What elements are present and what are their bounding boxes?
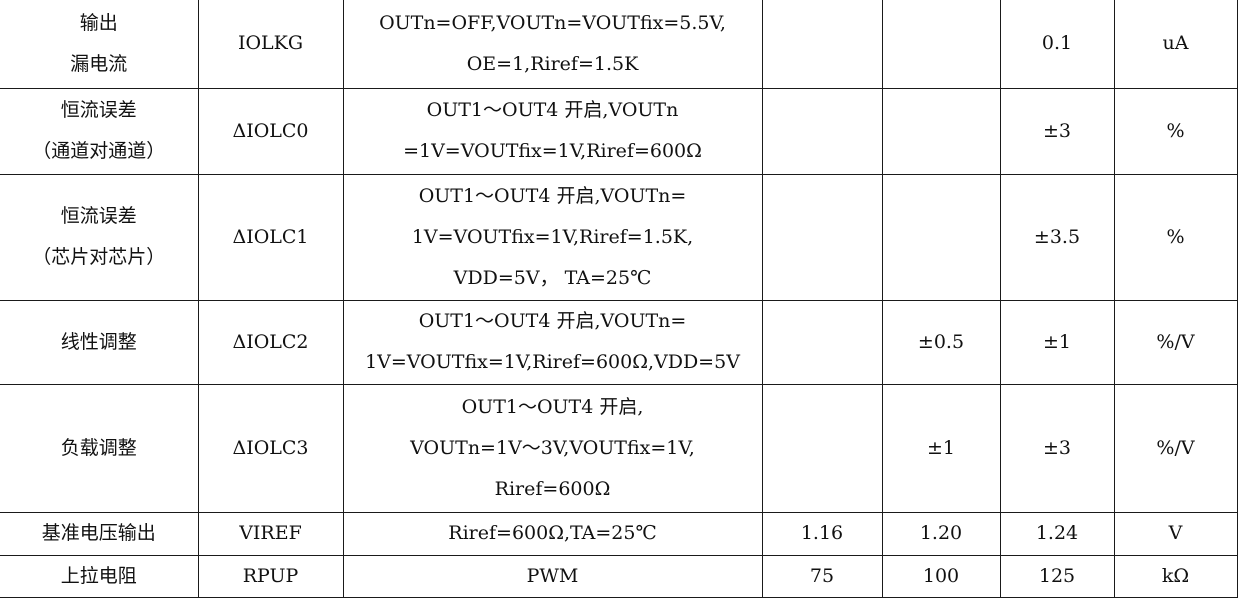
unit-cell: %/V [1113, 383, 1238, 513]
max-cell: ±3 [999, 87, 1115, 175]
typ-cell [881, 0, 1001, 89]
condition-line: Riref=600Ω [494, 477, 611, 500]
unit-cell: % [1113, 173, 1238, 301]
min-cell [761, 0, 883, 89]
unit-cell: % [1113, 87, 1238, 175]
symbol-cell: ΔIOLC1 [197, 173, 344, 301]
max-cell: ±3.5 [999, 173, 1115, 301]
max-cell: ±1 [999, 299, 1115, 385]
table-row: 上拉电阻 RPUP PWM 75 100 125 kΩ [0, 554, 1238, 598]
param-name-cell: 恒流误差 （通道对通道） [0, 87, 199, 175]
symbol-cell: ΔIOLC2 [197, 299, 344, 385]
condition-line: VOUTn=1V～3V,VOUTfix=1V, [410, 436, 695, 459]
symbol-cell: VIREF [197, 511, 344, 556]
table-row: 线性调整 ΔIOLC2 OUT1～OUT4 开启,VOUTn= 1V=VOUTf… [0, 299, 1238, 385]
min-cell: 1.16 [761, 511, 883, 556]
condition-line: 1V=VOUTfix=1V,Riref=600Ω,VDD=5V [365, 351, 740, 373]
typ-cell: ±1 [881, 383, 1001, 513]
table-row: 负载调整 ΔIOLC3 OUT1～OUT4 开启, VOUTn=1V～3V,VO… [0, 383, 1238, 513]
typ-cell: 100 [881, 554, 1001, 598]
typ-cell [881, 173, 1001, 301]
param-name-line: 恒流误差 [60, 205, 137, 227]
min-cell [761, 299, 883, 385]
param-name-line: 上拉电阻 [60, 564, 137, 587]
min-cell [761, 173, 883, 301]
param-name-cell: 恒流误差 （芯片对芯片） [0, 173, 199, 301]
condition-cell: OUT1～OUT4 开启,VOUTn =1V=VOUTfix=1V,Riref=… [342, 87, 763, 175]
condition-line: OUT1～OUT4 开启,VOUTn [426, 99, 679, 121]
param-name-line: （通道对通道） [32, 140, 166, 162]
unit-cell: kΩ [1113, 554, 1238, 598]
max-cell: 1.24 [999, 511, 1115, 556]
condition-cell: OUT1～OUT4 开启, VOUTn=1V～3V,VOUTfix=1V, Ri… [342, 383, 763, 513]
unit-cell: uA [1113, 0, 1238, 89]
condition-line: OE=1,Riref=1.5K [466, 52, 639, 75]
param-name-cell: 上拉电阻 [0, 554, 199, 598]
param-name-line: 输出 [79, 11, 118, 34]
condition-cell: PWM [342, 554, 763, 598]
table-row: 基准电压输出 VIREF Riref=600Ω,TA=25℃ 1.16 1.20… [0, 511, 1238, 556]
param-name-line: 负载调整 [60, 436, 137, 459]
param-name-line: 漏电流 [70, 52, 128, 75]
typ-cell: ±0.5 [881, 299, 1001, 385]
param-name-cell: 线性调整 [0, 299, 199, 385]
table-row: 恒流误差 （芯片对芯片） ΔIOLC1 OUT1～OUT4 开启,VOUTn= … [0, 173, 1238, 301]
param-name-cell: 负载调整 [0, 383, 199, 513]
unit-cell: %/V [1113, 299, 1238, 385]
condition-cell: Riref=600Ω,TA=25℃ [342, 511, 763, 556]
param-name-line: 基准电压输出 [41, 522, 156, 544]
max-cell: 0.1 [999, 0, 1115, 89]
param-name-cell: 基准电压输出 [0, 511, 199, 556]
condition-line: PWM [526, 564, 579, 587]
param-name-line: 线性调整 [60, 330, 137, 353]
unit-cell: V [1113, 511, 1238, 556]
condition-cell: OUTn=OFF,VOUTn=VOUTfix=5.5V, OE=1,Riref=… [342, 0, 763, 89]
condition-cell: OUT1～OUT4 开启,VOUTn= 1V=VOUTfix=1V,Riref=… [342, 299, 763, 385]
min-cell [761, 383, 883, 513]
min-cell: 75 [761, 554, 883, 598]
condition-cell: OUT1～OUT4 开启,VOUTn= 1V=VOUTfix=1V,Riref=… [342, 173, 763, 301]
symbol-cell: ΔIOLC3 [197, 383, 344, 513]
param-name-cell: 输出 漏电流 [0, 0, 199, 89]
symbol-cell: RPUP [197, 554, 344, 598]
typ-cell [881, 87, 1001, 175]
condition-line: OUT1～OUT4 开启,VOUTn= [418, 184, 687, 207]
param-name-line: （芯片对芯片） [32, 246, 166, 268]
symbol-cell: ΔIOLC0 [197, 87, 344, 175]
table-row: 恒流误差 （通道对通道） ΔIOLC0 OUT1～OUT4 开启,VOUTn =… [0, 87, 1238, 175]
typ-cell: 1.20 [881, 511, 1001, 556]
condition-line: 1V=VOUTfix=1V,Riref=1.5K, [411, 225, 694, 248]
table-row: 输出 漏电流 IOLKG OUTn=OFF,VOUTn=VOUTfix=5.5V… [0, 0, 1238, 89]
max-cell: ±3 [999, 383, 1115, 513]
min-cell [761, 87, 883, 175]
condition-line: Riref=600Ω,TA=25℃ [448, 522, 657, 544]
condition-line: VDD=5V， TA=25℃ [453, 266, 652, 289]
max-cell: 125 [999, 554, 1115, 598]
symbol-cell: IOLKG [197, 0, 344, 89]
condition-line: OUT1～OUT4 开启,VOUTn= [418, 310, 687, 332]
condition-line: OUTn=OFF,VOUTn=VOUTfix=5.5V, [379, 11, 726, 34]
param-name-line: 恒流误差 [60, 99, 137, 121]
condition-line: =1V=VOUTfix=1V,Riref=600Ω [403, 140, 702, 162]
condition-line: OUT1～OUT4 开启, [461, 395, 644, 418]
